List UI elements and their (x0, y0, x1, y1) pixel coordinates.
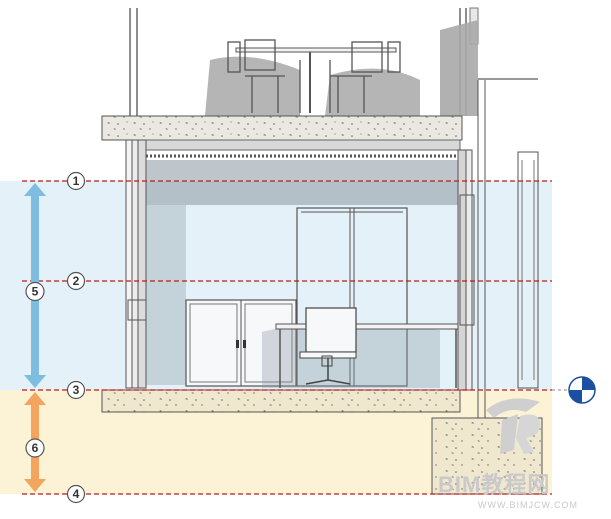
zone-callout-5: 5 (25, 281, 45, 302)
floor-slab (101, 389, 461, 413)
level-callout-4: 4 (66, 484, 86, 504)
bim-logo-icon (486, 398, 541, 454)
watermark-url: WWW.BIMJCW.COM (478, 500, 578, 510)
zone-label: 6 (32, 441, 39, 455)
level-label: 4 (73, 487, 80, 501)
upper-floor (129, 7, 479, 116)
level-callout-1: 1 (66, 171, 86, 191)
level-lines (22, 180, 568, 495)
elevation-target-icon[interactable] (568, 376, 596, 404)
level-label: 1 (73, 174, 80, 188)
callouts: 1 2 3 4 5 6 (25, 171, 86, 504)
level-callout-3: 3 (66, 380, 86, 400)
upper-slab (101, 115, 463, 141)
level-label: 2 (73, 274, 80, 288)
lower-room (125, 78, 539, 391)
watermark-text: BIM教程网 (438, 472, 550, 497)
level-callout-2: 2 (66, 271, 86, 291)
zone-callout-6: 6 (25, 438, 45, 458)
zone-label: 5 (32, 285, 39, 299)
level-label: 3 (73, 383, 80, 397)
watermark: BIM教程网 WWW.BIMJCW.COM (438, 398, 578, 510)
